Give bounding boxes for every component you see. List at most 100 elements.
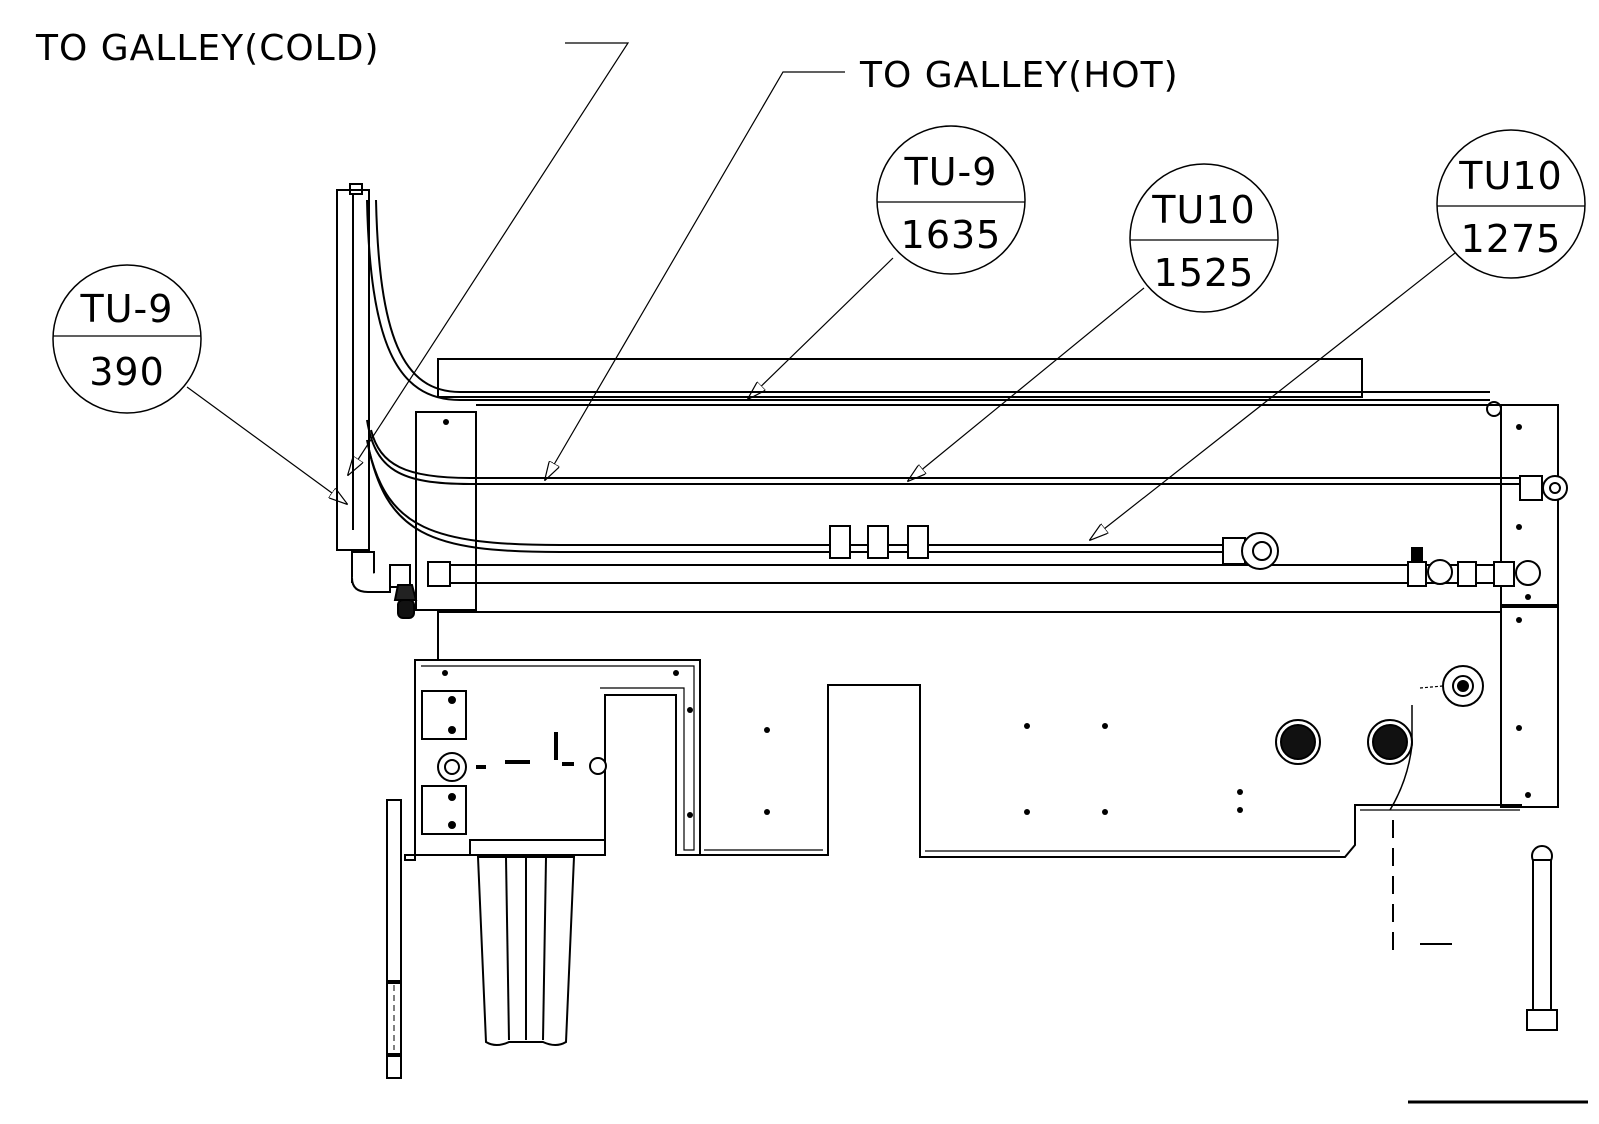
- top-cover: [437, 358, 1363, 398]
- plate-bolt: [448, 696, 456, 704]
- bolt-hole: [1516, 524, 1522, 530]
- balloon-circle: [52, 264, 202, 414]
- bolt-hole: [1525, 594, 1531, 600]
- balloon-tu9-390: TU-9 390: [52, 264, 202, 414]
- filter-rib: [542, 857, 547, 1041]
- balloon-length: 1525: [1154, 251, 1255, 295]
- bolt-hole: [1237, 789, 1243, 795]
- lower-chassis: [404, 659, 1522, 861]
- bolt-holes: [443, 419, 1531, 798]
- balloon-length: 390: [89, 350, 165, 394]
- right-bracket-lower: [1500, 606, 1559, 808]
- bolt-hole: [1102, 809, 1108, 815]
- pipe-tu9-1635-inner: [375, 199, 1490, 393]
- mounting-plate: [421, 690, 467, 740]
- union-fitting-2: [427, 561, 451, 587]
- filter-bracket-outline: [404, 659, 701, 861]
- bolt-hole: [687, 707, 693, 713]
- union-fitting: [389, 564, 411, 588]
- small-fitting: [589, 757, 607, 775]
- end-fitting: [1519, 475, 1543, 501]
- pipe-tu10-1525: [366, 419, 1525, 485]
- bolt-hole: [1237, 807, 1243, 813]
- fittings: [351, 475, 1568, 619]
- mounting-plate: [421, 785, 467, 835]
- balloon-code: TU-9: [80, 287, 174, 331]
- pipe-tu10-1525-inner: [370, 429, 1525, 479]
- valve-fitting: [1457, 561, 1477, 587]
- upper-housing: [415, 358, 1559, 808]
- balloon-length: 1635: [901, 213, 1002, 257]
- plate-bolt: [448, 793, 456, 801]
- bolt-hole: [443, 419, 449, 425]
- sensor-block: [907, 525, 929, 559]
- left-rod: [386, 799, 402, 1079]
- end-fitting-core: [1549, 482, 1561, 494]
- leader-tu10-1525: [908, 287, 1145, 481]
- bolt-hole: [442, 670, 448, 676]
- valve-knob: [1427, 559, 1453, 585]
- port-inner: [1280, 724, 1316, 760]
- bolt-hole: [673, 670, 679, 676]
- balloon-circle: [876, 125, 1026, 275]
- mounting-plates: [421, 690, 607, 835]
- balloon-circle: [1129, 163, 1279, 313]
- label-to-galley-hot: TO GALLEY(HOT): [859, 55, 1179, 96]
- bolt-hole: [1516, 424, 1522, 430]
- leader-lines: [186, 42, 1456, 540]
- bolt-hole: [1516, 725, 1522, 731]
- valve-body: [1407, 561, 1427, 587]
- leader-cold: [348, 42, 630, 475]
- pipe-end-cap: [1486, 401, 1502, 417]
- filter-bracket-inner: [421, 665, 695, 851]
- bolt-hole: [1024, 723, 1030, 729]
- drain-valve: [393, 584, 418, 601]
- gauge-leader: [1419, 685, 1444, 689]
- gauge-core: [1457, 680, 1469, 692]
- pin-shaft: [1532, 859, 1552, 1011]
- balloon-circle: [1436, 129, 1586, 279]
- leader-tu9-390: [186, 386, 347, 504]
- right-pin: [1526, 845, 1558, 1031]
- balloon-tu10-1525: TU10 1525: [1129, 163, 1279, 313]
- valve-end-ring: [1515, 560, 1541, 586]
- plate-bolt: [448, 821, 456, 829]
- balloon-code: TU10: [1458, 154, 1562, 198]
- leader-tu9-1635: [748, 257, 894, 399]
- riser-cap: [349, 183, 363, 195]
- vertical-riser: [336, 189, 370, 551]
- round-ports: [1275, 665, 1484, 811]
- water-filter: [469, 839, 606, 1046]
- bolt-hole: [764, 727, 770, 733]
- balloon-code: TU10: [1151, 188, 1255, 232]
- valve-fitting-2: [1493, 561, 1515, 587]
- filter-head: [469, 839, 606, 856]
- pipe-tu10-1275-inner: [368, 449, 1230, 546]
- lower-manifold-pipe: [439, 564, 1501, 584]
- chassis-panel: [700, 684, 1522, 858]
- pipe-tu10-1275: [366, 439, 1230, 553]
- bolt-hole: [764, 809, 770, 815]
- balloon-code: TU-9: [904, 150, 998, 194]
- port-inner: [1372, 724, 1408, 760]
- chassis-bolts: [442, 670, 1243, 818]
- filter-rib: [505, 857, 510, 1041]
- drain-valve-handle: [397, 599, 415, 619]
- rod-body: [386, 799, 402, 1079]
- balloon-length: 1275: [1461, 217, 1562, 261]
- balloon-tu10-1275: TU10 1275: [1436, 129, 1586, 279]
- hidden-lines: [1392, 820, 1452, 950]
- bolt-hole: [1024, 809, 1030, 815]
- right-bracket-upper: [1500, 404, 1559, 606]
- pin-base: [1526, 1009, 1558, 1031]
- leader-hot: [545, 71, 845, 480]
- coupling-ring-inner: [1252, 541, 1272, 561]
- bolt-hole: [1516, 617, 1522, 623]
- label-to-galley-cold: TO GALLEY(COLD): [35, 28, 379, 69]
- port-tube: [1389, 705, 1413, 811]
- valve-handle: [1411, 547, 1423, 561]
- bolt-hole: [687, 812, 693, 818]
- elbow-bend: [351, 570, 391, 593]
- filter-port-core: [444, 759, 460, 775]
